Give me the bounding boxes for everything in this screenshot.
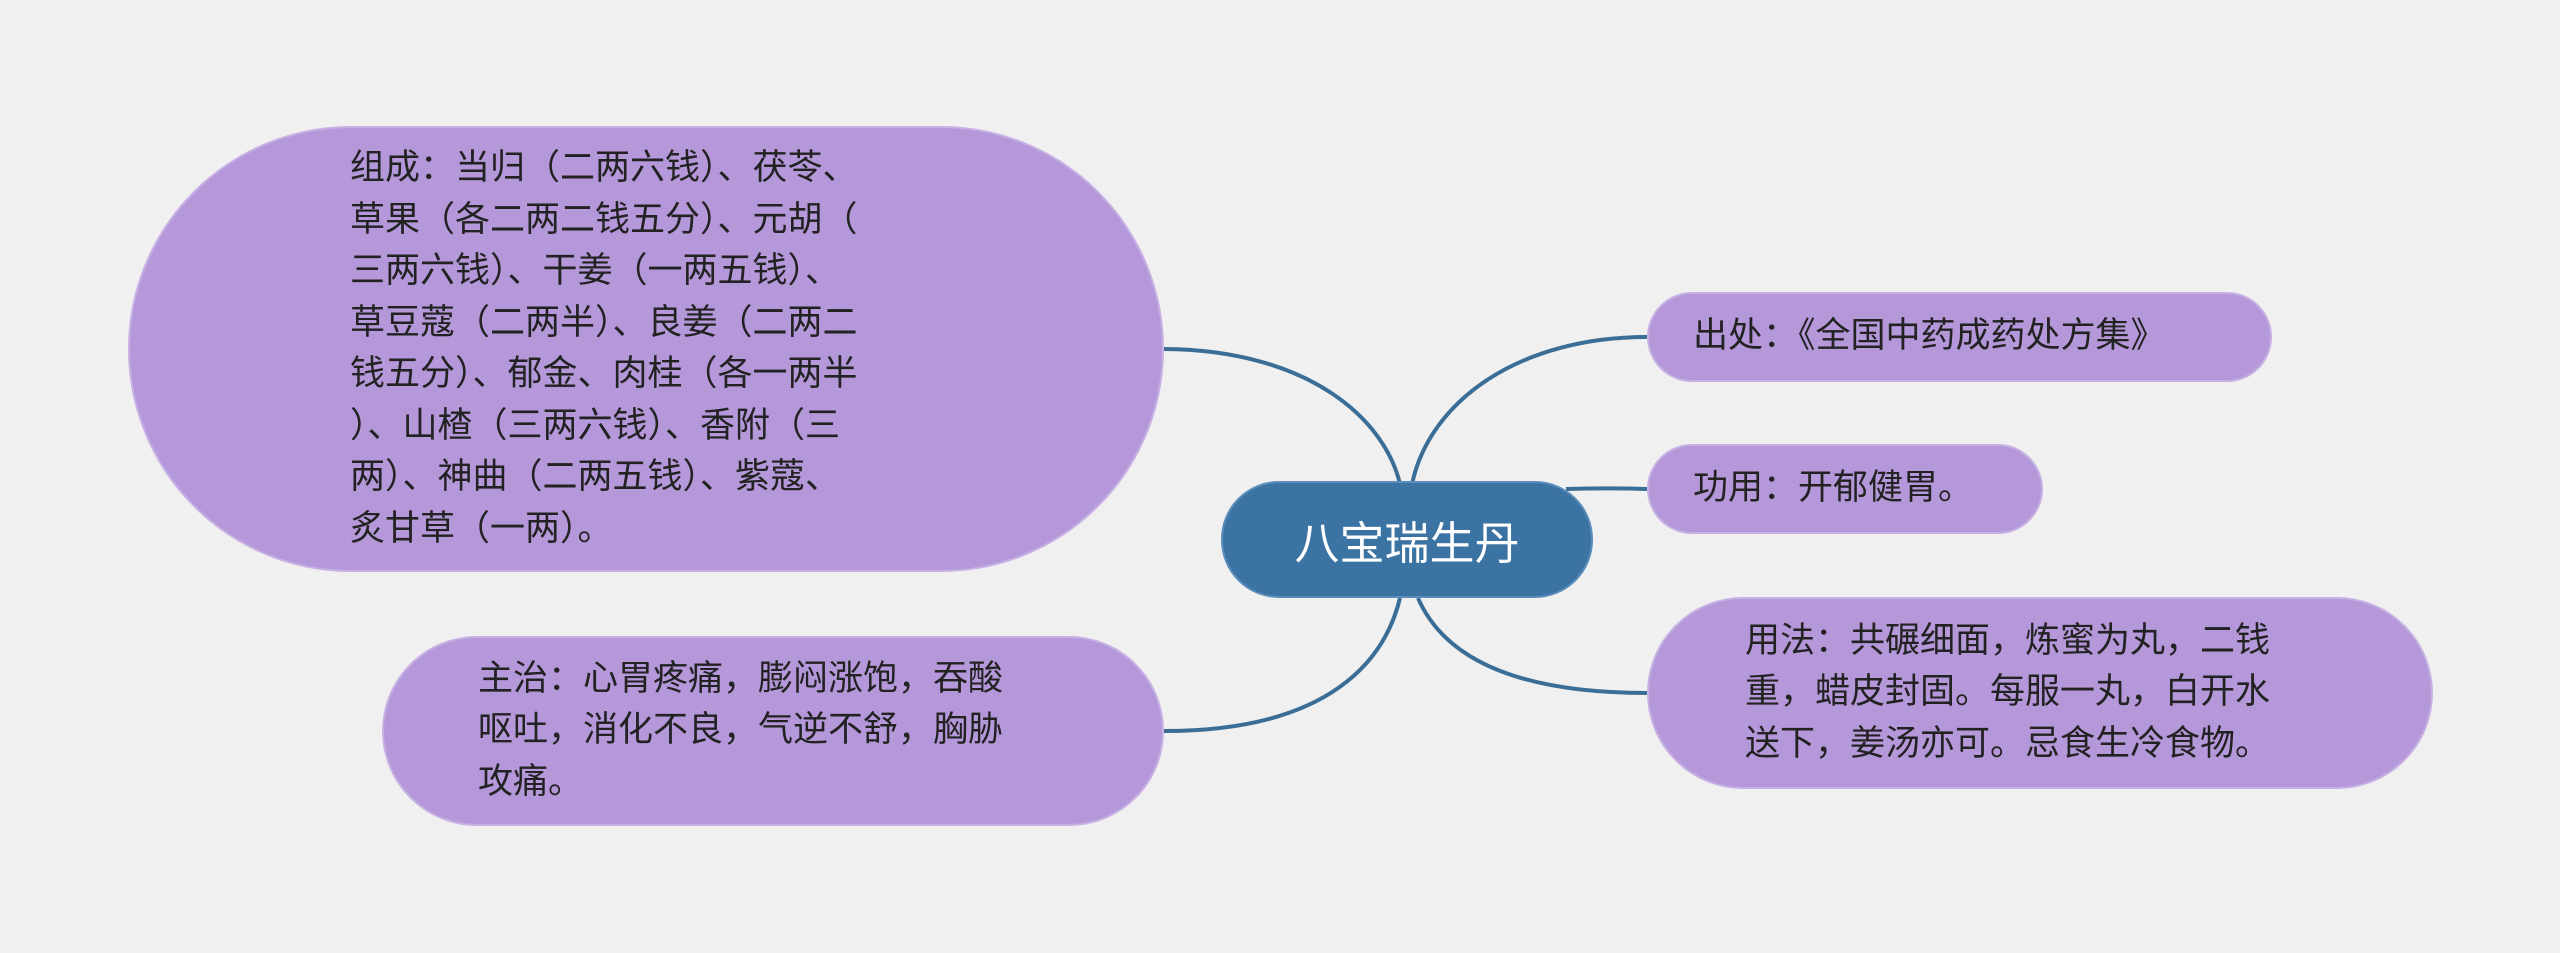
central-topic-label: 八宝瑞生丹: [1294, 517, 1520, 570]
connector-indications: [1163, 597, 1402, 733]
branch-composition[interactable]: 组成：当归（二两六钱）、茯苓、 草果（各二两二钱五分）、元胡（ 三两六钱）、干姜…: [128, 126, 1164, 572]
branch-source-text: 出处：《全国中药成药处方集》: [1693, 316, 2166, 357]
connector-composition: [1163, 347, 1402, 485]
branch-composition-text: 组成：当归（二两六钱）、茯苓、 草果（各二两二钱五分）、元胡（ 三两六钱）、干姜…: [350, 148, 858, 549]
connector-usage: [1416, 597, 1648, 695]
connector-source: [1410, 335, 1648, 485]
branch-usage-text: 用法：共碾细面，炼蜜为丸，二钱 重，蜡皮封固。每服一丸，白开水 送下，姜汤亦可。…: [1745, 620, 2271, 764]
branch-indications[interactable]: 主治：心胃疼痛，膨闷涨饱，吞酸 呕吐，消化不良，气逆不舒，胸胁 攻痛。: [382, 636, 1164, 826]
branch-indications-text: 主治：心胃疼痛，膨闷涨饱，吞酸 呕吐，消化不良，气逆不舒，胸胁 攻痛。: [478, 658, 1004, 802]
connector-function: [1565, 486, 1648, 491]
branch-usage[interactable]: 用法：共碾细面，炼蜜为丸，二钱 重，蜡皮封固。每服一丸，白开水 送下，姜汤亦可。…: [1647, 597, 2433, 789]
branch-source[interactable]: 出处：《全国中药成药处方集》: [1647, 292, 2272, 382]
branch-function[interactable]: 功用：开郁健胃。: [1647, 444, 2043, 534]
branch-function-text: 功用：开郁健胃。: [1693, 468, 1974, 509]
central-topic[interactable]: 八宝瑞生丹: [1221, 481, 1593, 598]
